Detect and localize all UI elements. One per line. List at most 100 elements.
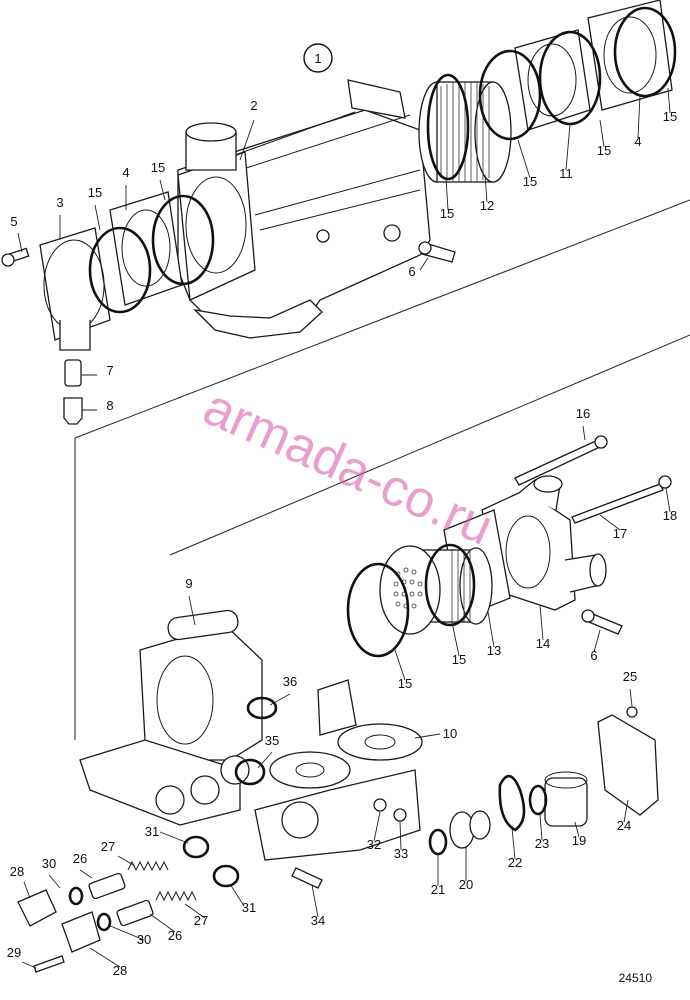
callout-label: 30	[42, 856, 56, 871]
lower-assembly-group	[17, 425, 672, 973]
pulley-rear	[337, 723, 423, 761]
nut-18	[658, 475, 672, 489]
pulley-rear-hub	[364, 734, 396, 750]
callout-label: 34	[311, 913, 325, 928]
callout-label: 27	[101, 839, 115, 854]
o-ring-23	[528, 784, 548, 816]
housing-top-ridge	[234, 111, 421, 231]
belt-22	[498, 774, 526, 832]
cover-28-lower	[61, 911, 101, 953]
sensor-6-lower	[581, 609, 623, 635]
plug-32	[373, 798, 387, 812]
housing-14-opening	[505, 515, 551, 589]
callout-label: 6	[408, 264, 415, 279]
callout-label: 19	[572, 833, 586, 848]
bolt-34	[291, 867, 323, 889]
callout-label: 17	[613, 526, 627, 541]
pump-outlet-port	[281, 801, 319, 839]
housing-9-pipe	[167, 609, 239, 641]
end-cover-4-right-opening	[603, 16, 657, 94]
housing-14-top-pipe-rim	[533, 475, 563, 493]
callout-label: 25	[623, 669, 637, 684]
end-cover-4-right	[587, 0, 673, 111]
end-cover-3-spout	[59, 320, 91, 351]
callout-label: 5	[10, 214, 17, 229]
callout-label: 3	[56, 195, 63, 210]
mount-port-2	[190, 775, 220, 805]
watermark: armada-co.ru	[195, 378, 501, 557]
callout-label: 28	[10, 864, 24, 879]
callout-label: 26	[168, 928, 182, 943]
callout-label: 15	[88, 185, 102, 200]
callout-label: 31	[145, 824, 159, 839]
o-ring-36	[246, 696, 278, 720]
callout-label: 24	[617, 818, 631, 833]
housing-mounting-feet	[193, 299, 323, 339]
callout-label: 2	[250, 98, 257, 113]
valve-26-lower	[116, 899, 154, 927]
callout-label: 7	[106, 363, 113, 378]
callout-label: 26	[73, 851, 87, 866]
callout-label: 11	[559, 166, 573, 181]
callout-label: 28	[113, 963, 127, 978]
callout-label: 13	[487, 643, 501, 658]
callout-label: 18	[663, 508, 677, 523]
filler-neck-rim	[185, 122, 237, 142]
assembly-frame	[74, 199, 690, 740]
o-ring-21	[428, 828, 448, 856]
callout-label: 20	[459, 877, 473, 892]
callout-label: 36	[283, 674, 297, 689]
plug-33	[393, 808, 407, 822]
screw-29	[33, 955, 65, 973]
cover-24-bolt-25	[626, 706, 638, 718]
drawing-number: 24510	[619, 971, 653, 985]
callout-label: 15	[523, 174, 537, 189]
housing-9-opening	[156, 655, 214, 745]
zinc-anode-7	[64, 359, 82, 387]
o-ring-15-h	[424, 543, 476, 627]
impeller-cover-24	[597, 714, 659, 816]
leader-lines-lower	[21, 425, 671, 969]
spring-27-lower	[155, 890, 197, 902]
heat-exchanger-upper-group	[1, 0, 677, 425]
callout-label: 16	[576, 406, 590, 421]
filler-neck	[185, 132, 237, 171]
impeller-20	[449, 810, 491, 849]
tube-bundle-upper	[418, 81, 512, 183]
housing-9	[139, 624, 263, 761]
mount-port-1	[155, 785, 185, 815]
impeller-housing-19-face	[544, 771, 588, 789]
callout-label: 32	[367, 837, 381, 852]
pulley-front-hub	[295, 762, 325, 778]
long-bolt-16-head	[594, 435, 608, 449]
callout-label: 4	[634, 134, 641, 149]
callout-label: 15	[151, 160, 165, 175]
leader-lines-upper	[17, 87, 671, 411]
tube-bundle-lower	[379, 545, 493, 635]
callout-label: 9	[185, 576, 192, 591]
o-ring-31-lower	[212, 864, 240, 888]
spring-27-upper	[127, 860, 169, 872]
o-ring-15-d	[613, 6, 677, 98]
callout-label: 15	[597, 143, 611, 158]
o-ring-15-b	[478, 49, 542, 141]
sensor-6-upper	[418, 241, 456, 263]
o-ring-15-g	[346, 562, 410, 658]
callout-label: 12	[480, 198, 494, 213]
housing-14-side-pipe-rim	[589, 553, 607, 587]
long-bolt-17	[571, 483, 664, 524]
plug-8	[63, 397, 83, 425]
callout-label: 15	[663, 109, 677, 124]
callout-label: 29	[7, 945, 21, 960]
outlet-stub	[347, 79, 406, 119]
o-ring-35	[234, 758, 266, 786]
group-marker-label: 1	[314, 51, 321, 66]
callout-label: 21	[431, 882, 445, 897]
callout-label: 4	[122, 165, 129, 180]
callout-label: 14	[536, 636, 550, 651]
o-ring-30-lower	[96, 912, 112, 932]
callout-label: 10	[443, 726, 457, 741]
valve-26-upper	[88, 872, 126, 900]
